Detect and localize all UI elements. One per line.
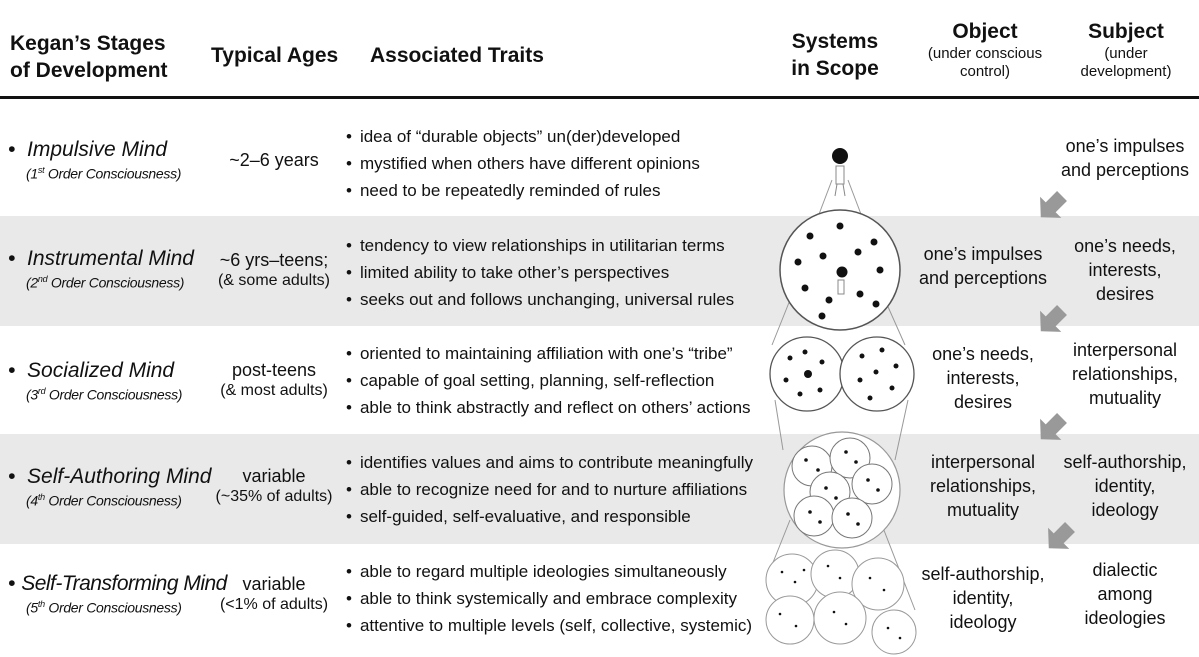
subject-instrumental: one’s needs, interests, desires (1074, 236, 1176, 304)
stage-impulsive: • Impulsive Mind (1st Order Consciousnes… (8, 138, 182, 182)
header-subject: Subject (under development) (1080, 20, 1172, 80)
object-socialized: one’s needs, interests, desires (932, 344, 1034, 412)
stage-order: (4th Order Consciousness) (26, 492, 182, 509)
arrow-icon (1040, 305, 1067, 332)
age-socialized: post-teens (& most adults) (220, 360, 328, 399)
stage-instrumental: • Instrumental Mind (2nd Order Conscious… (8, 247, 194, 291)
stage-name: Impulsive Mind (27, 138, 168, 161)
header-rule (0, 96, 1199, 99)
system-cluster-icon (783, 431, 901, 549)
arrow-icon (1048, 522, 1075, 549)
stage-order: (1st Order Consciousness) (26, 165, 182, 182)
subject-self-authoring: self-authorship, identity, ideology (1063, 452, 1187, 520)
stage-order: (5th Order Consciousness) (26, 599, 182, 616)
stage-name: Self-Transforming Mind (21, 572, 227, 595)
age-self-authoring: variable (~35% of adults) (215, 466, 333, 505)
header-stages: Kegan’s Stages of Development (10, 32, 168, 82)
object-self-authoring: interpersonal relationships, mutuality (929, 452, 1037, 520)
age-self-transforming: variable (<1% of adults) (219, 574, 329, 613)
age-instrumental: ~6 yrs–teens; (& some adults) (217, 250, 331, 289)
subject-impulsive: one’s impulses and perceptions (1060, 136, 1190, 180)
header-traits: Associated Traits (370, 44, 544, 67)
stage-order: (2nd Order Consciousness) (26, 274, 185, 291)
subject-self-transforming: dialectic among ideologies (1084, 560, 1166, 628)
stage-socialized: • Socialized Mind (3rd Order Consciousne… (8, 359, 183, 403)
traits-instrumental: tendency to view relationships in utilit… (346, 232, 734, 313)
traits-impulsive: idea of “durable objects” un(der)develop… (346, 123, 700, 204)
header-systems: Systems in Scope (791, 30, 879, 80)
age-impulsive: ~2–6 years (229, 150, 319, 170)
object-self-transforming: self-authorship, identity, ideology (921, 564, 1045, 632)
stage-self-transforming: • Self-Transforming Mind (5th Order Cons… (8, 572, 227, 616)
stage-self-authoring: • Self-Authoring Mind (4th Order Conscio… (8, 465, 212, 509)
header-object: Object (under conscious control) (927, 20, 1043, 80)
header-ages: Typical Ages (211, 44, 339, 67)
system-network-icon (765, 549, 917, 655)
object-instrumental: one’s impulses and perceptions (918, 244, 1048, 288)
traits-socialized: oriented to maintaining affiliation with… (346, 340, 751, 421)
scope-connectors (769, 179, 916, 611)
stage-name: Socialized Mind (27, 359, 175, 382)
person-figure-icon (832, 148, 848, 197)
stage-name: Instrumental Mind (27, 247, 194, 270)
system-pair-icon (769, 336, 915, 412)
transition-arrows (1040, 191, 1075, 549)
arrow-icon (1040, 413, 1067, 440)
system-circle-icon (779, 209, 901, 331)
subject-socialized: interpersonal relationships, mutuality (1071, 340, 1179, 408)
traits-self-transforming: able to regard multiple ideologies simul… (346, 558, 752, 639)
stage-order: (3rd Order Consciousness) (26, 386, 183, 403)
arrow-icon (1040, 191, 1067, 218)
traits-self-authoring: identifies values and aims to contribute… (346, 449, 753, 530)
stage-name: Self-Authoring Mind (27, 465, 212, 488)
